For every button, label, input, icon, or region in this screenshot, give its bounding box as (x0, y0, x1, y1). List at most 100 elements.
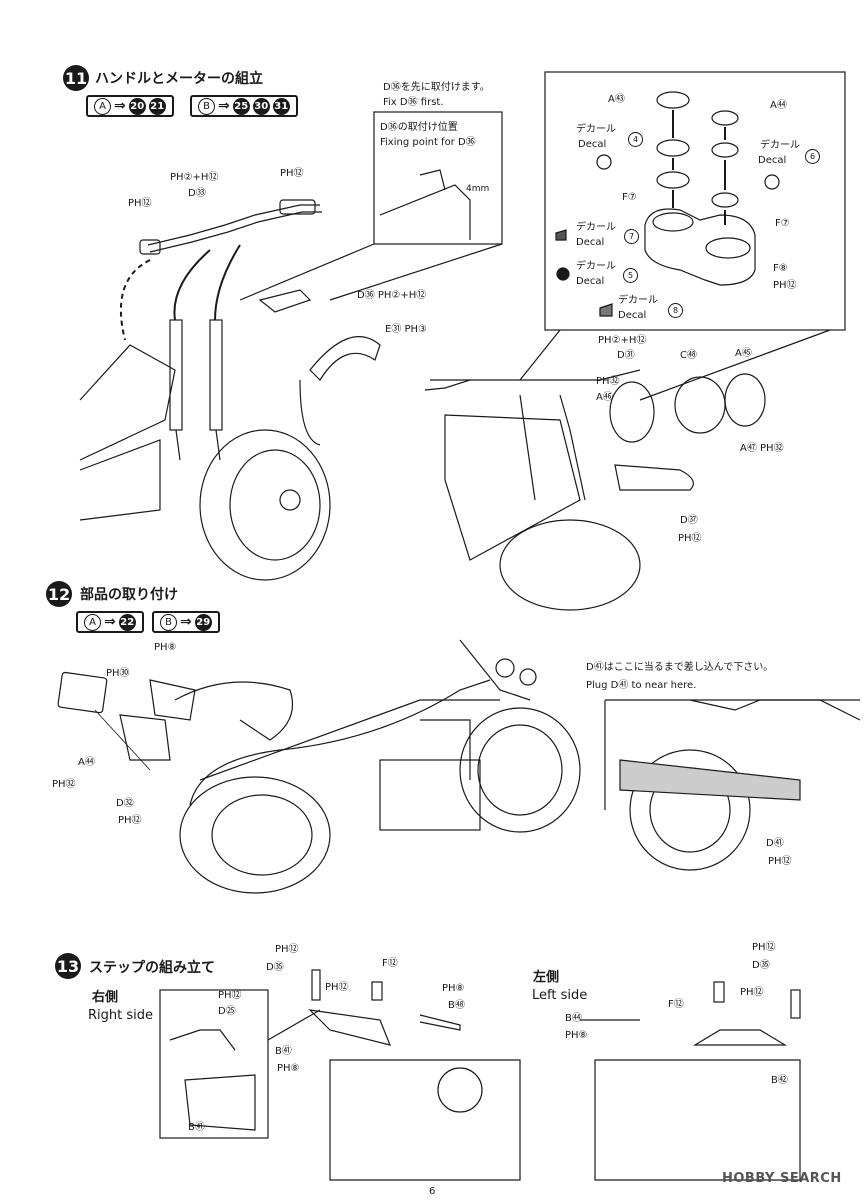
left-side-jp: 左側 (533, 970, 560, 985)
variant-b-letter: B (160, 613, 177, 631)
headlight-label: C㊽ (680, 350, 697, 361)
step-12-badge: 12 (46, 581, 72, 607)
arrow-icon: ⇒ (218, 98, 230, 114)
inset-title-jp: D㊱の取付け位置 (380, 122, 458, 133)
meter-label: PH⑫ (773, 280, 797, 291)
step-12-variant-a: A ⇒ 22 (76, 611, 144, 633)
part-number: 20 (128, 97, 146, 115)
headlight-label: PH⑫ (678, 533, 702, 544)
meter-label: F⑦ (775, 218, 790, 229)
decal-label: Decal (618, 310, 647, 321)
part-number: 30 (252, 97, 270, 115)
part-label: PH⑫ (752, 942, 776, 953)
inset-dimension: 4mm (466, 184, 490, 194)
inset-title-en: Fixing point for D㊱ (380, 137, 476, 148)
part-label: PH⑫ (118, 815, 142, 826)
inset-label: B㊶ (188, 1122, 205, 1133)
left-side-en: Left side (532, 988, 588, 1003)
arrow-icon: ⇒ (180, 614, 192, 630)
part-label: PH⑧ (565, 1030, 588, 1041)
part-label: F⑫ (668, 999, 684, 1010)
variant-b-letter: B (198, 97, 215, 115)
right-side-en: Right side (88, 1008, 153, 1023)
decal-label: デカール (618, 295, 658, 306)
part-number: 31 (272, 97, 290, 115)
step-11-title: ハンドルとメーターの組立 (95, 71, 263, 87)
part-label: PH⑫ (275, 944, 299, 955)
meter-label: F⑧ (773, 263, 788, 274)
arrow-icon: ⇒ (114, 98, 126, 114)
part-label: PH㉚ (106, 668, 130, 679)
decal-label: Decal (578, 139, 607, 150)
decal-label: デカール (760, 140, 800, 151)
part-number: 21 (148, 97, 166, 115)
decal-number: 6 (805, 149, 820, 164)
headlight-label: D㉛ (617, 350, 635, 361)
step-12-title: 部品の取り付け (80, 587, 178, 603)
headlight-label: A㊻ (596, 392, 613, 403)
inset-label: D㉕ (218, 1006, 236, 1017)
decal-label: Decal (576, 237, 605, 248)
step-11-variant-b: B ⇒ 25 30 31 (190, 95, 298, 117)
part-label: D㉜ (116, 798, 134, 809)
decal-label: Decal (576, 276, 605, 287)
part-label: A㊹ (78, 757, 95, 768)
part-label: B㊷ (771, 1075, 788, 1086)
note-jp: D㊱を先に取付けます。 (383, 82, 490, 93)
headlight-label: A㊺ (735, 348, 752, 359)
part-label: PH②+H⑫ (170, 172, 219, 183)
part-label: PH㉜ (52, 779, 76, 790)
watermark-logo: HOBBY SEARCH (722, 1171, 842, 1186)
part-label: PH⑫ (768, 856, 792, 867)
part-label: D㊱ PH②+H⑫ (357, 290, 427, 301)
meter-label: F⑦ (622, 192, 637, 203)
decal-number: 7 (624, 229, 639, 244)
decal-label: デカール (576, 261, 616, 272)
part-label: B㊶ (275, 1046, 292, 1057)
decal-number: 4 (628, 132, 643, 147)
headlight-label: PH㉜ (596, 376, 620, 387)
part-label: B㊹ (565, 1013, 582, 1024)
part-label: PH⑫ (325, 982, 349, 993)
variant-a-letter: A (84, 613, 101, 631)
step-13-badge: 13 (55, 953, 81, 979)
inset-label: PH⑫ (218, 990, 242, 1001)
step-11-variant-a: A ⇒ 20 21 (86, 95, 174, 117)
decal-number: 8 (668, 303, 683, 318)
note-en: Plug D㊶ to near here. (586, 680, 697, 691)
decal-number: 5 (623, 268, 638, 283)
part-label: PH⑫ (128, 198, 152, 209)
note-en: Fix D㊱ first. (383, 97, 444, 108)
meter-label: A㊹ (770, 100, 787, 111)
part-label: PH⑧ (277, 1063, 300, 1074)
part-number: 29 (194, 613, 212, 631)
step-13-title: ステップの組み立て (89, 960, 215, 976)
step-11-badge: 11 (63, 65, 89, 91)
part-label: B㊽ (448, 1000, 465, 1011)
arrow-icon: ⇒ (104, 614, 116, 630)
part-label: E㉛ PH③ (385, 324, 428, 335)
part-number: 22 (118, 613, 136, 631)
headlight-label: A㊼ PH㉜ (740, 443, 784, 454)
part-label: PH⑧ (154, 642, 177, 653)
part-label: PH⑫ (280, 168, 304, 179)
part-label: D㉝ (188, 188, 206, 199)
decal-label: デカール (576, 222, 616, 233)
right-side-jp: 右側 (92, 990, 119, 1005)
headlight-label: D㊲ (680, 515, 698, 526)
decal-label: デカール (576, 124, 616, 135)
variant-a-letter: A (94, 97, 111, 115)
step-12-variant-b: B ⇒ 29 (152, 611, 220, 633)
part-label: PH⑫ (740, 987, 764, 998)
headlight-label: PH②+H⑫ (598, 335, 647, 346)
part-number: 25 (232, 97, 250, 115)
page-number: 6 (429, 1186, 436, 1197)
part-label: D㊶ (766, 838, 784, 849)
decal-label: Decal (758, 155, 787, 166)
part-label: PH⑧ (442, 983, 465, 994)
part-label: D㉟ (266, 962, 284, 973)
meter-label: A㊸ (608, 94, 625, 105)
note-jp: D㊶はここに当るまで差し込んで下さい。 (586, 662, 774, 673)
part-label: F⑫ (382, 958, 398, 969)
